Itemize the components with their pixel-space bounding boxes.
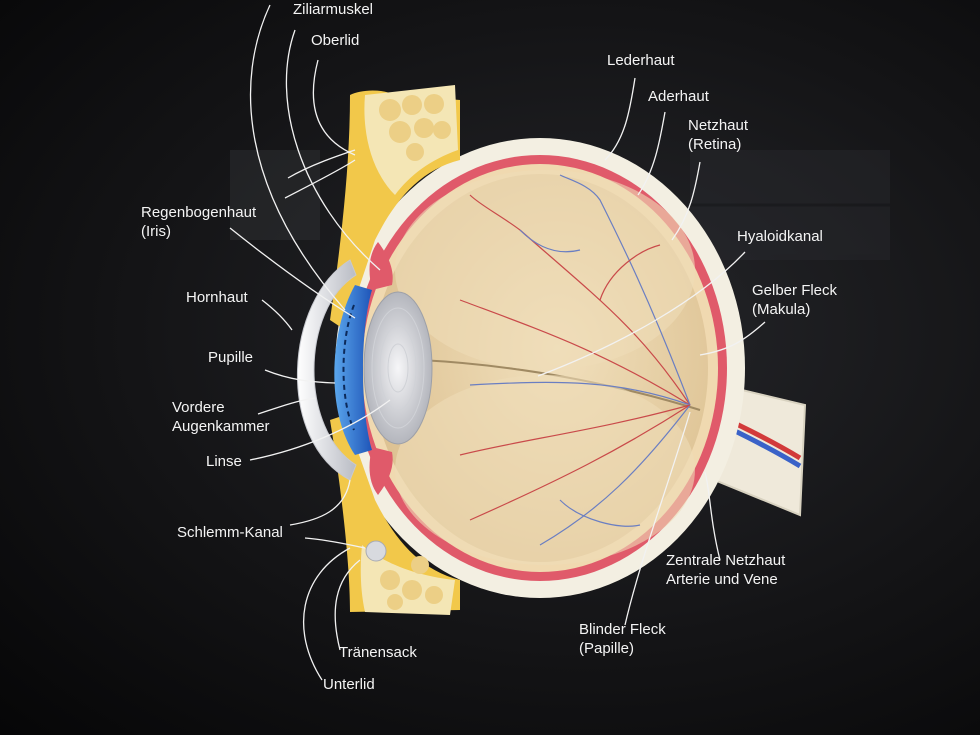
ciliary-body bbox=[369, 242, 393, 495]
pupil-line bbox=[342, 304, 355, 431]
label-netzhaut: Netzhaut (Retina) bbox=[688, 116, 748, 154]
label-vordere-line2: Augenkammer bbox=[172, 418, 270, 435]
label-regenbogenhaut-line2: (Iris) bbox=[141, 223, 171, 240]
label-oberlid: Oberlid bbox=[311, 32, 360, 49]
label-zentrale-line2: Arterie und Vene bbox=[666, 571, 778, 588]
label-zentrale-line1: Zentrale Netzhaut bbox=[666, 552, 786, 569]
label-ziliarmuskel: Ziliarmuskel bbox=[293, 1, 374, 18]
lens bbox=[363, 291, 433, 445]
label-schlemm-kanal: Schlemm-Kanal bbox=[177, 524, 283, 541]
label-traenensack: Tränensack bbox=[339, 644, 417, 661]
label-gelber-fleck: Gelber Fleck (Makula) bbox=[752, 281, 837, 319]
label-blinder-fleck: Blinder Fleck (Papille) bbox=[579, 620, 666, 658]
label-gelber-fleck-line1: Gelber Fleck bbox=[752, 282, 838, 299]
label-netzhaut-line2: (Retina) bbox=[688, 136, 742, 153]
label-zentrale-netzhaut: Zentrale Netzhaut Arterie und Vene bbox=[666, 551, 785, 589]
label-regenbogenhaut-line1: Regenbogenhaut bbox=[141, 204, 257, 221]
leader-lines bbox=[229, 4, 766, 681]
retinal-vessels bbox=[459, 174, 691, 546]
label-blinder-fleck-line1: Blinder Fleck bbox=[579, 621, 666, 638]
label-gelber-fleck-line2: (Makula) bbox=[752, 301, 811, 318]
label-lederhaut: Lederhaut bbox=[607, 52, 675, 69]
label-unterlid: Unterlid bbox=[323, 676, 375, 693]
label-hornhaut: Hornhaut bbox=[186, 289, 248, 306]
label-aderhaut: Aderhaut bbox=[648, 88, 709, 105]
schlemm-canal bbox=[365, 540, 387, 562]
label-hyaloidkanal: Hyaloidkanal bbox=[737, 228, 823, 245]
label-pupille: Pupille bbox=[208, 349, 254, 366]
label-blinder-fleck-line2: (Papille) bbox=[579, 640, 635, 657]
label-netzhaut-line1: Netzhaut bbox=[688, 117, 749, 134]
label-regenbogenhaut: Regenbogenhaut (Iris) bbox=[141, 203, 256, 241]
iris bbox=[334, 285, 372, 455]
label-linse: Linse bbox=[206, 453, 242, 470]
lower-eyelid bbox=[330, 415, 460, 615]
label-vordere-line1: Vordere bbox=[172, 399, 225, 416]
upper-eyelid bbox=[330, 85, 460, 330]
label-vordere-augenkammer: Vordere Augenkammer bbox=[172, 398, 270, 436]
background-window bbox=[230, 150, 890, 260]
